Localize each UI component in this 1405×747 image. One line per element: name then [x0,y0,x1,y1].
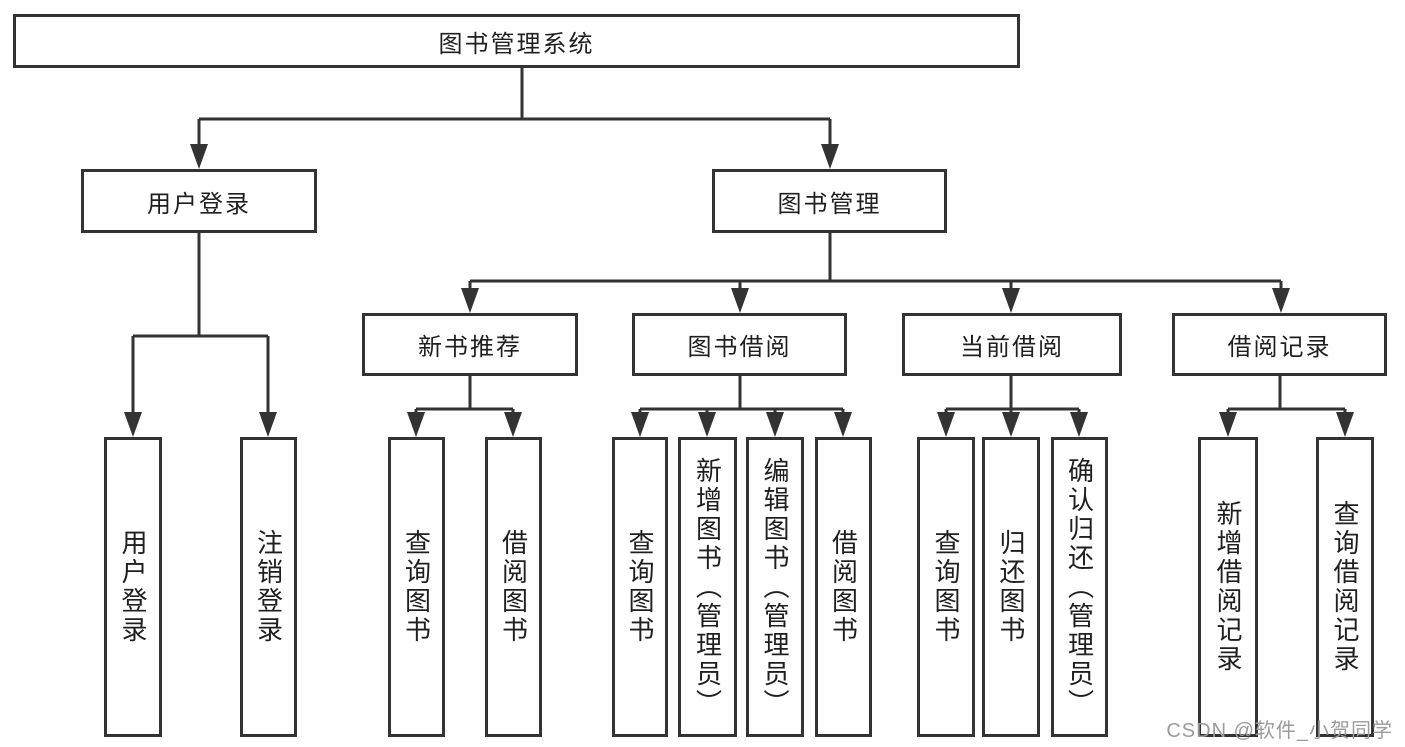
leaf-recommend-query-books: 查询图书 [388,437,445,737]
arrowhead-icons [124,144,1354,437]
watermark-text: CSDN @软件_小贺同学 [1166,720,1393,742]
node-root-label: 图书管理系统 [438,30,595,58]
leaf-current-query-books: 查询图书 [917,437,975,737]
leaf-recommend-borrow-books: 借阅图书 [485,437,542,737]
leaf-recommend-borrow-books-label: 借阅图书 [498,529,529,645]
node-book-borrow-label: 图书借阅 [687,334,792,361]
leaf-logout-label: 注销登录 [253,529,284,645]
node-new-book-recommend-label: 新书推荐 [418,334,522,361]
node-current-borrow: 当前借阅 [902,313,1122,376]
leaf-confirm-return-admin: 确认归还（管理员） [1051,437,1108,737]
leaf-borrow-books: 借阅图书 [815,437,872,737]
leaf-return-books-label: 归还图书 [996,529,1026,645]
leaf-confirm-return-admin-label: 确认归还（管理员） [1064,456,1095,718]
leaf-borrow-books-label: 借阅图书 [828,529,859,645]
leaf-borrow-query-books-label: 查询图书 [625,529,655,645]
leaf-add-borrow-record-label: 新增借阅记录 [1213,500,1243,674]
node-current-borrow-label: 当前借阅 [960,334,1064,361]
leaf-logout: 注销登录 [240,437,297,737]
leaf-add-borrow-record: 新增借阅记录 [1198,437,1258,737]
node-book-management: 图书管理 [712,169,947,233]
node-user-login: 用户登录 [81,169,317,233]
leaf-borrow-query-books: 查询图书 [612,437,668,737]
leaf-add-books-admin-label: 新增图书（管理员） [692,456,723,718]
node-book-borrow: 图书借阅 [632,313,847,376]
leaf-user-login-label: 用户登录 [118,529,148,645]
node-root: 图书管理系统 [13,14,1020,68]
node-borrow-records-label: 借阅记录 [1227,334,1332,361]
leaf-return-books: 归还图书 [982,437,1040,737]
leaf-current-query-books-label: 查询图书 [931,529,961,645]
leaf-query-borrow-record-label: 查询借阅记录 [1330,500,1360,674]
leaf-edit-books-admin: 编辑图书（管理员） [746,437,804,737]
node-new-book-recommend: 新书推荐 [362,313,578,376]
leaf-user-login: 用户登录 [104,437,162,737]
node-book-management-label: 图书管理 [777,190,882,218]
leaf-add-books-admin: 新增图书（管理员） [678,437,737,737]
leaf-edit-books-admin-label: 编辑图书（管理员） [760,456,790,718]
leaf-recommend-query-books-label: 查询图书 [401,529,432,645]
node-borrow-records: 借阅记录 [1172,313,1387,376]
leaf-query-borrow-record: 查询借阅记录 [1316,437,1374,737]
node-user-login-label: 用户登录 [147,190,251,218]
